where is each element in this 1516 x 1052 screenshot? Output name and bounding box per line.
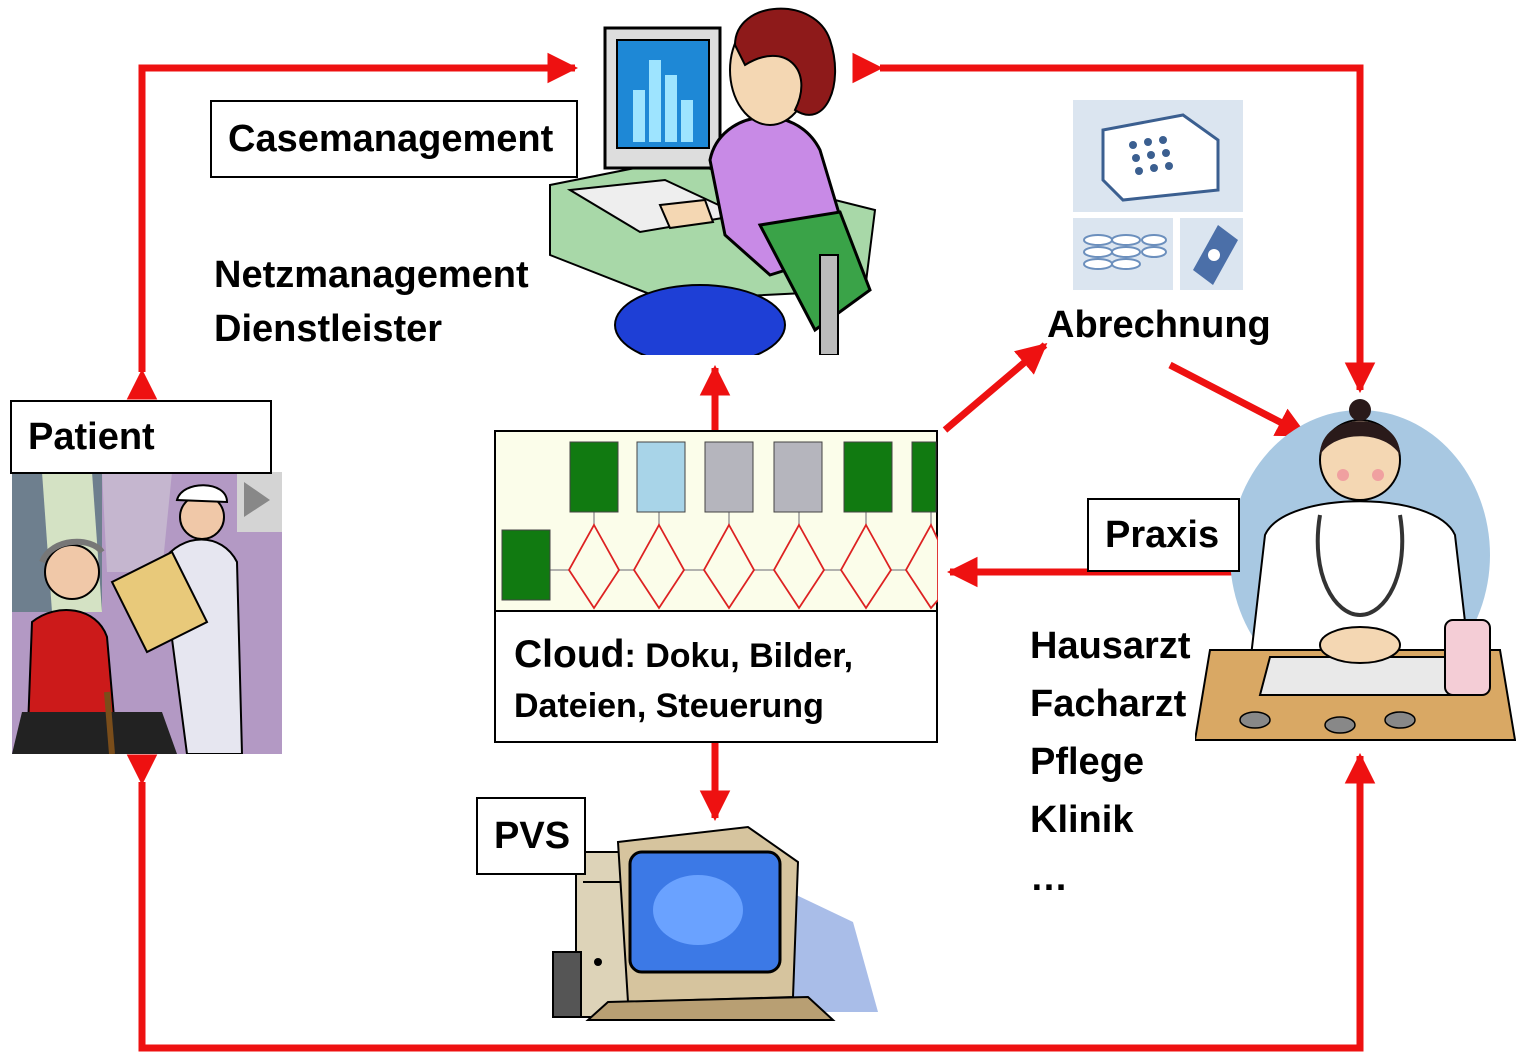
cloud-title: Cloud <box>514 633 625 676</box>
patient-illustration <box>12 472 282 754</box>
arrow-bottom-loop <box>126 752 1376 1052</box>
netzmanagement-text: Netzmanagement Dienstleister <box>214 248 529 356</box>
pvs-computer-illustration <box>552 825 878 1021</box>
role-klinik: Klinik <box>1030 799 1134 841</box>
abrechnung-label: Abrechnung <box>1047 304 1271 346</box>
patient-label: Patient <box>10 400 272 474</box>
role-hausarzt: Hausarzt <box>1030 625 1191 667</box>
role-ellipsis: … <box>1030 857 1068 899</box>
arrow-cloud-to-abrechnung <box>942 342 1048 433</box>
praxis-label: Praxis <box>1087 498 1240 572</box>
pvs-label: PVS <box>476 797 586 875</box>
role-facharzt: Facharzt <box>1030 683 1187 725</box>
praxis-doctor-illustration <box>1195 399 1516 741</box>
cloud-label: Cloud: Doku, Bilder, Dateien, Steuerung <box>494 610 938 743</box>
cloud-line1: : Doku, Bilder, <box>624 637 854 675</box>
cloud-line2: Dateien, Steuerung <box>514 687 824 725</box>
arrow-patient-casemanagement <box>126 52 579 400</box>
praxis-roles-list: Hausarzt Facharzt Pflege Klinik … <box>1030 617 1191 907</box>
netzmanagement-line: Netzmanagement <box>214 254 529 296</box>
arrow-abrechnung-to-praxis <box>1168 361 1308 439</box>
cloud-flowchart-thumbnail <box>494 430 938 612</box>
casemanagement-label: Casemanagement <box>210 100 578 178</box>
abrechnung-illustration <box>1073 100 1243 290</box>
role-pflege: Pflege <box>1030 741 1145 783</box>
arrow-casemanagement-praxis <box>852 52 1376 394</box>
casemanagement-illustration <box>549 7 877 355</box>
dienstleister-line: Dienstleister <box>214 308 443 350</box>
